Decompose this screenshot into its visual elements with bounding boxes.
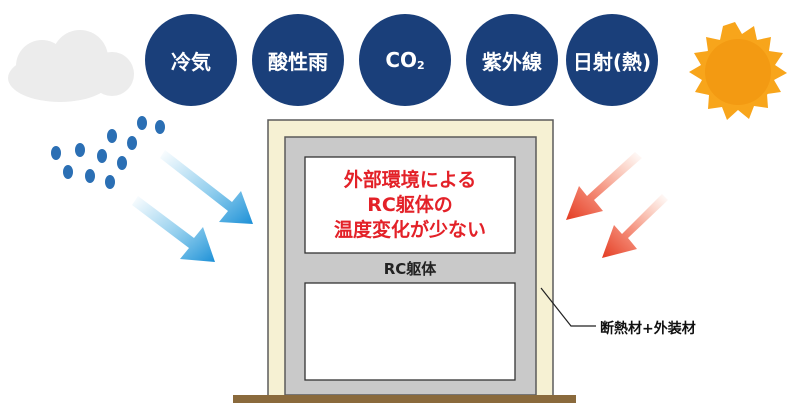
factor-badge-solar-heat: 日射(熱) — [566, 14, 658, 106]
cold-arrow-lower — [132, 196, 215, 262]
heat-arrow-upper — [566, 152, 642, 220]
insulation-leader-line — [540, 287, 596, 327]
heat-arrow-lower — [602, 194, 668, 258]
factor-label: 冷気 — [171, 49, 211, 74]
factor-badge-acid-rain: 酸性雨 — [252, 14, 344, 106]
headline-line: RC躯体の — [367, 193, 453, 216]
sun-icon — [689, 22, 787, 120]
factor-label: CO — [385, 48, 418, 72]
factor-label: 酸性雨 — [268, 49, 328, 74]
factor-label: 日射(熱) — [572, 49, 652, 74]
ground — [233, 395, 576, 403]
cold-arrow-upper — [160, 150, 253, 224]
factor-subscript: 2 — [417, 58, 425, 72]
insulation-callout-label: 断熱材+外装材 — [600, 321, 696, 337]
factor-badge-ultraviolet: 紫外線 — [466, 14, 558, 106]
upper-window — [304, 156, 516, 254]
cloud-icon — [8, 30, 134, 102]
factor-badge-cold-air: 冷気 — [145, 14, 237, 106]
lower-window — [304, 282, 516, 381]
headline-line: 温度変化が少ない — [333, 218, 486, 241]
rc-frame-label: RC躯体 — [383, 260, 437, 278]
headline-message: 外部環境による RC躯体の 温度変化が少ない — [305, 157, 515, 253]
rain-drops-icon — [51, 116, 165, 189]
factor-label: 紫外線 — [482, 49, 542, 74]
headline-line: 外部環境による — [343, 168, 477, 191]
